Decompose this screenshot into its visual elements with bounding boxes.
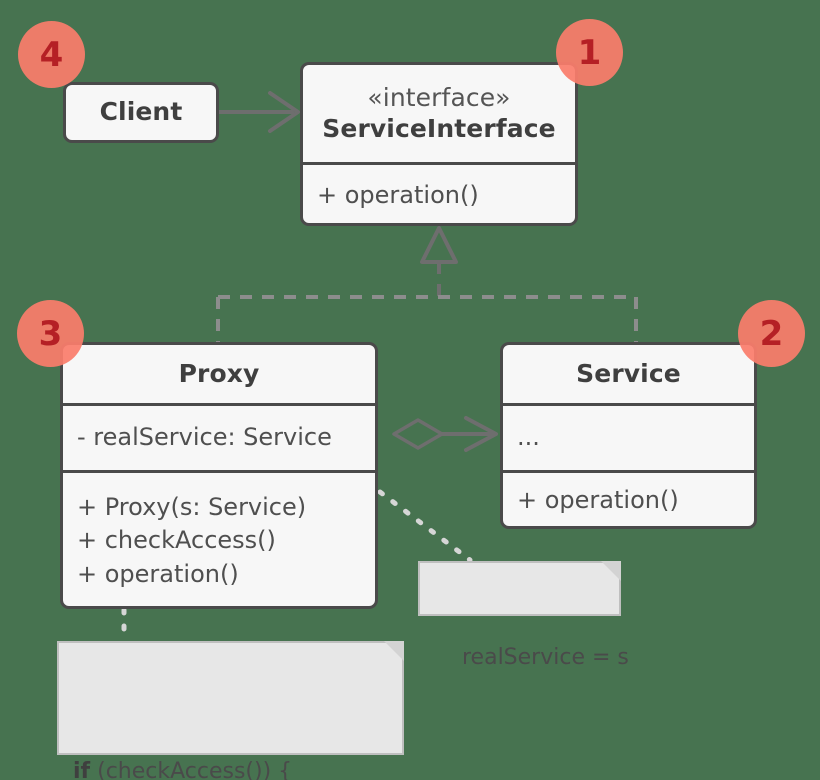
- class-title-compartment: Service: [503, 345, 754, 403]
- attribute-item: ...: [517, 423, 540, 452]
- connector-realization-bus: [216, 295, 638, 342]
- note-fold-corner-icon: [384, 641, 404, 661]
- class-name-serviceinterface: ServiceInterface: [322, 113, 556, 143]
- step-badge-2[interactable]: 2: [738, 300, 805, 367]
- class-attributes-compartment: ...: [503, 403, 754, 470]
- attribute-item: - realService: Service: [77, 423, 332, 452]
- note-assignment-text: realService = s: [461, 645, 629, 671]
- step-badge-label: 1: [577, 32, 602, 73]
- class-operations-compartment: + operation(): [303, 162, 575, 226]
- connector-proxy-to-assignment-note: [377, 489, 473, 563]
- class-title-compartment: «interface» ServiceInterface: [303, 65, 575, 162]
- class-title-compartment: Proxy: [63, 345, 375, 403]
- class-title-compartment: Client: [66, 85, 216, 140]
- note-assignment: realService = s: [418, 561, 629, 670]
- operation-item: + operation(): [77, 559, 239, 588]
- connector-realization-triangle: [420, 226, 458, 297]
- note-fold-corner-icon: [601, 561, 621, 581]
- code-keyword-if: if: [73, 759, 91, 780]
- step-badge-1[interactable]: 1: [556, 19, 623, 86]
- class-box-service[interactable]: Service ... + operation(): [500, 342, 757, 529]
- step-badge-label: 3: [38, 313, 63, 354]
- class-name-client: Client: [99, 97, 183, 127]
- operation-item: + Proxy(s: Service): [77, 493, 307, 522]
- class-box-proxy[interactable]: Proxy - realService: Service + Proxy(s: …: [60, 342, 378, 609]
- class-box-serviceinterface[interactable]: «interface» ServiceInterface + operation…: [300, 62, 578, 226]
- connector-proxy-aggregates-service: [392, 416, 498, 452]
- class-operations-compartment: + operation(): [503, 470, 754, 529]
- step-badge-label: 2: [759, 313, 784, 354]
- step-badge-4[interactable]: 4: [18, 21, 85, 88]
- class-name-proxy: Proxy: [178, 358, 260, 388]
- step-badge-label: 4: [39, 34, 64, 75]
- class-box-client[interactable]: Client: [63, 82, 219, 143]
- connector-client-to-serviceinterface: [219, 91, 300, 133]
- code-line-1: if (checkAccess()) {: [73, 755, 388, 780]
- step-badge-3[interactable]: 3: [17, 300, 84, 367]
- note-code-block: if (checkAccess()) { realService.operati…: [57, 641, 404, 780]
- class-name-service: Service: [576, 358, 681, 388]
- class-attributes-compartment: - realService: Service: [63, 403, 375, 470]
- operation-item: + checkAccess(): [77, 526, 276, 555]
- operation-item: + operation(): [517, 486, 679, 515]
- code-line-1-rest: (checkAccess()) {: [90, 759, 293, 780]
- operation-item: + operation(): [317, 180, 479, 209]
- class-stereotype-interface: «interface»: [367, 83, 511, 112]
- class-operations-compartment: + Proxy(s: Service) + checkAccess() + op…: [63, 470, 375, 609]
